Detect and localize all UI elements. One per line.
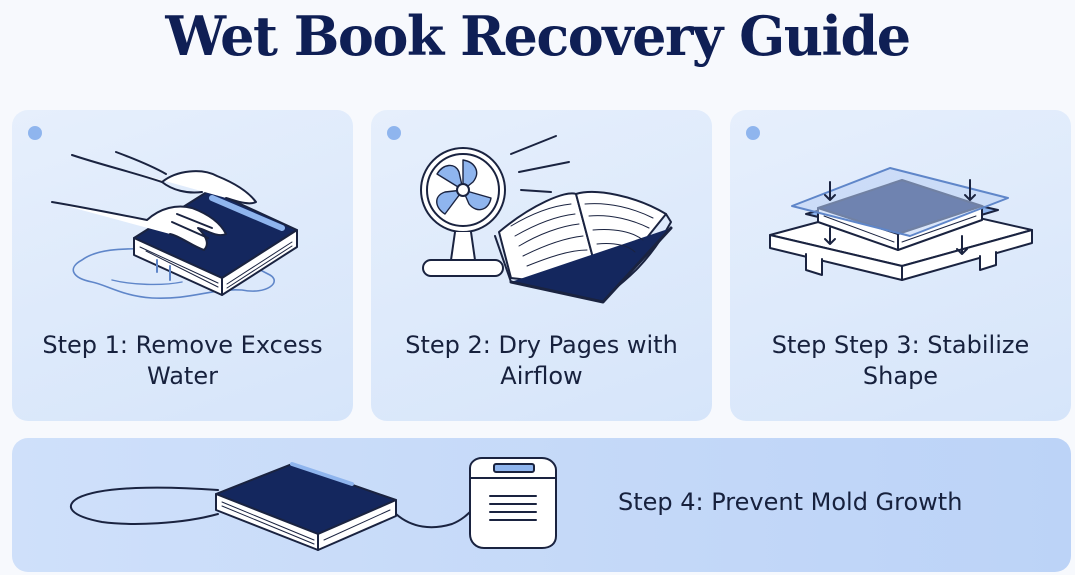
page-title: Wet Book Recovery Guide xyxy=(165,4,911,68)
card-dot xyxy=(387,126,401,140)
step-card-1: Step 1: Remove Excess Water xyxy=(12,110,353,421)
card-dot xyxy=(746,126,760,140)
step-label: Step 4: Prevent Mold Growth xyxy=(618,488,963,516)
step-label: Step 2: Dry Pages with Airflow xyxy=(405,331,678,390)
card-dot xyxy=(28,126,42,140)
step-card-4: Step 4: Prevent Mold Growth xyxy=(12,438,1071,572)
hands-pressing-book-icon xyxy=(51,151,298,300)
step-label: Step Step 3: Stabilize Shape xyxy=(771,331,1030,390)
book-and-dehumidifier-icon xyxy=(70,457,557,551)
step-card-3: Step Step 3: Stabilize Shape xyxy=(730,110,1071,421)
step-label: Step 1: Remove Excess Water xyxy=(42,331,323,390)
fan-and-open-book-icon xyxy=(420,135,673,304)
step-card-2: Step 2: Dry Pages with Airflow xyxy=(371,110,712,421)
book-pressed-between-boards-icon xyxy=(769,167,1033,281)
